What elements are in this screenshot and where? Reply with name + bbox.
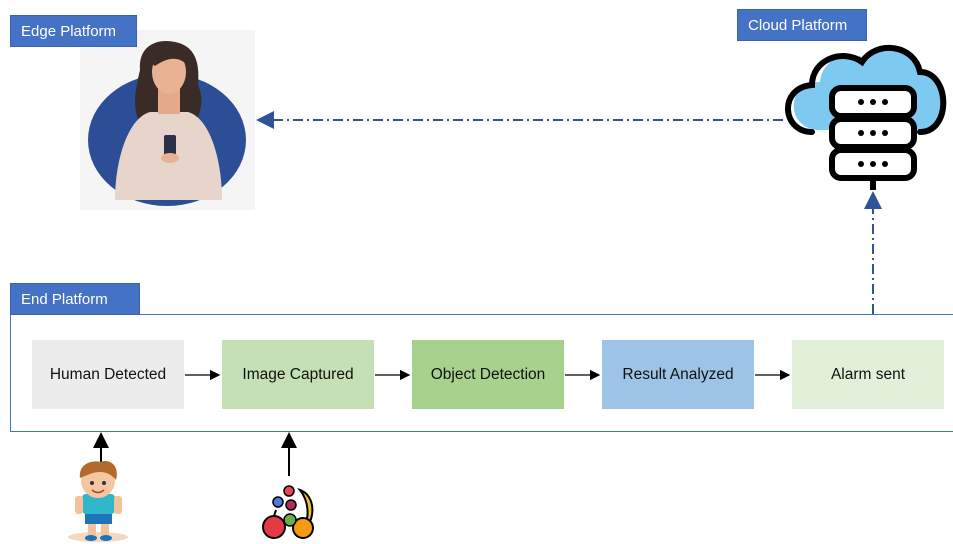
step-image-captured: Image Captured	[222, 340, 374, 409]
cloud-platform-label: Cloud Platform	[737, 9, 867, 41]
end-platform-label: End Platform	[10, 283, 140, 315]
end-platform-frame	[10, 314, 953, 432]
woman-phone-icon	[80, 30, 255, 210]
step-result-analyzed: Result Analyzed	[602, 340, 754, 409]
edge-platform-label: Edge Platform	[10, 15, 137, 47]
cloud-server-icon	[785, 44, 947, 190]
step-object-detection: Object Detection	[412, 340, 564, 409]
fruits-icon	[262, 485, 314, 539]
step-alarm-sent: Alarm sent	[792, 340, 944, 409]
step-human-detected: Human Detected	[32, 340, 184, 409]
child-icon	[68, 460, 128, 542]
